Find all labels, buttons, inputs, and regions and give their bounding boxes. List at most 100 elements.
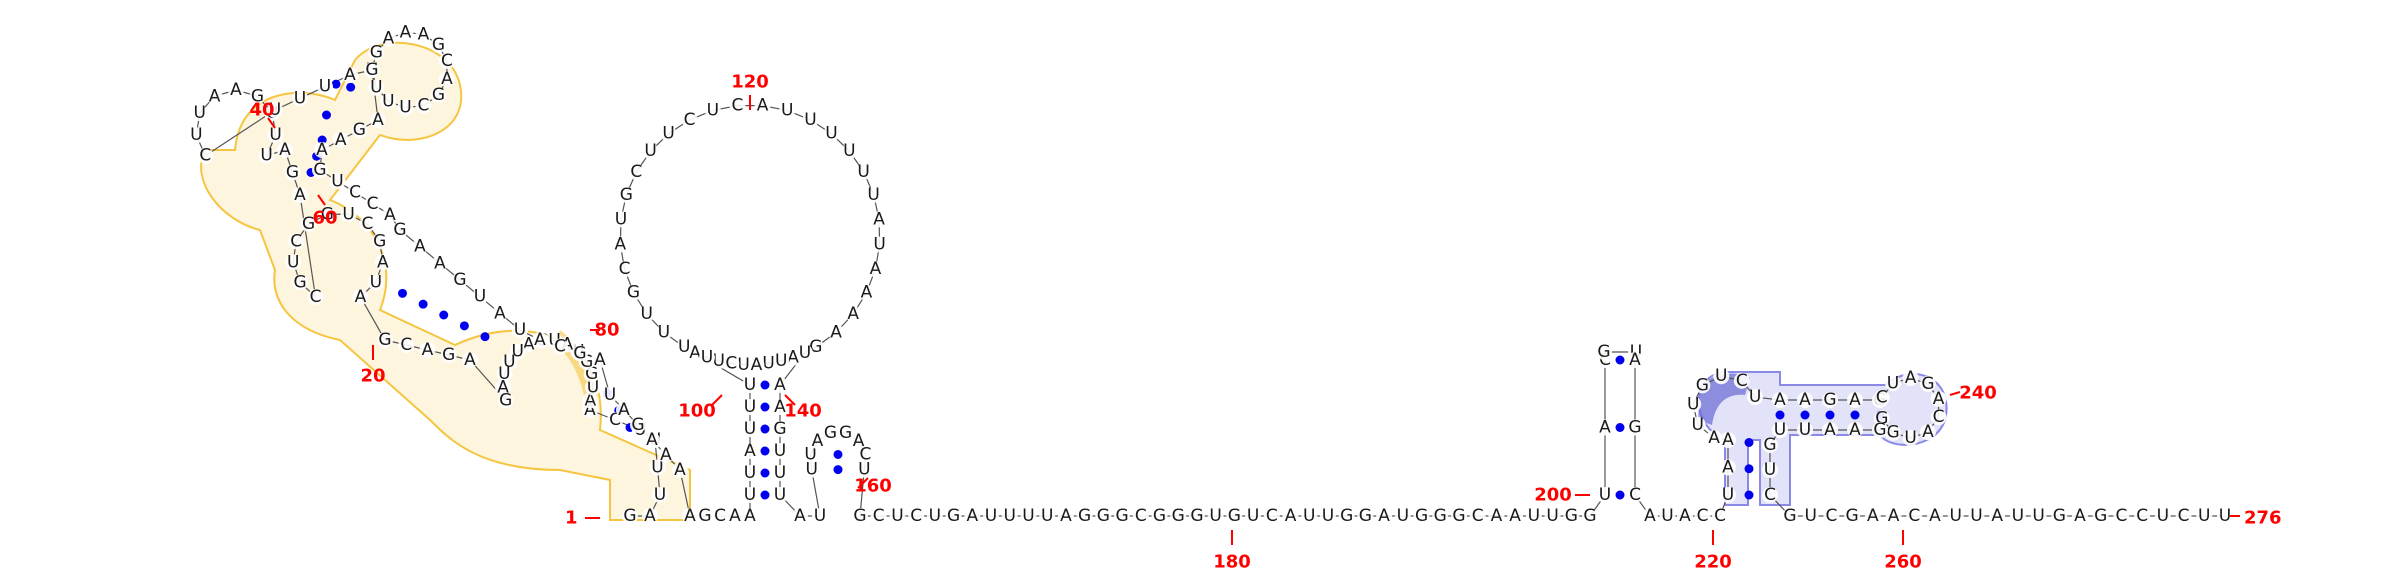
- nucleotide: U: [382, 91, 394, 111]
- base-pair-dot: [1851, 411, 1860, 420]
- nucleotide: G: [853, 506, 866, 526]
- nucleotide: G: [1696, 375, 1709, 395]
- base-pair-dot: [761, 425, 770, 434]
- nucleotide: U: [1004, 506, 1016, 526]
- nucleotide: A: [847, 304, 859, 324]
- nucleotide: A: [618, 400, 630, 420]
- number-label-180: 180: [1213, 552, 1251, 569]
- nucleotide: U: [857, 162, 869, 182]
- nucleotide: U: [804, 110, 816, 130]
- base-pair-dot: [761, 447, 770, 456]
- nucleotide: A: [1929, 506, 1941, 526]
- nucleotide: C: [362, 214, 374, 234]
- nucleotide: U: [1764, 460, 1776, 480]
- nucleotide: U: [1949, 506, 1961, 526]
- nucleotide: U: [825, 124, 837, 144]
- base-pair-dot: [1616, 356, 1625, 365]
- nucleotide: G: [453, 270, 466, 290]
- nucleotide: A: [646, 430, 658, 450]
- nucleotide: A: [1922, 422, 1934, 442]
- nucleotide: C: [310, 287, 322, 307]
- base-pair-dot: [398, 289, 407, 298]
- nucleotide: A: [1888, 506, 1900, 526]
- nucleotide: A: [230, 80, 242, 100]
- nucleotide: U: [929, 506, 941, 526]
- base-pair-dot: [1745, 491, 1754, 500]
- base-pair-dot: [761, 491, 770, 500]
- nucleotide: C: [725, 354, 737, 374]
- nucleotide: G: [286, 163, 299, 183]
- nucleotide: G: [1359, 506, 1372, 526]
- nucleotide: C: [2136, 506, 2148, 526]
- nucleotide: A: [1849, 420, 1861, 440]
- nucleotide: A: [294, 185, 306, 205]
- nucleotide: C: [1714, 506, 1726, 526]
- nucleotide: U: [1546, 506, 1558, 526]
- nucleotide: U: [190, 125, 202, 145]
- nucleotide: U: [2032, 506, 2044, 526]
- nucleotide: G: [1097, 506, 1110, 526]
- nucleotide: U: [319, 77, 331, 97]
- base-pair-dot: [1776, 411, 1785, 420]
- nucleotide: C: [367, 194, 379, 214]
- nucleotide: G: [294, 272, 307, 292]
- nucleotide: C: [1135, 506, 1147, 526]
- nucleotide: A: [434, 253, 446, 273]
- nucleotide: A: [1599, 418, 1611, 438]
- nucleotide: A: [344, 65, 356, 85]
- nucleotide: U: [2012, 506, 2024, 526]
- nucleotide: U: [654, 485, 666, 505]
- base-pair-dot: [1616, 491, 1625, 500]
- nucleotide: U: [775, 351, 787, 371]
- numbering-ticks: [268, 95, 2240, 545]
- nucleotide: G: [499, 390, 512, 410]
- nucleotide: A: [684, 506, 696, 526]
- nucleotide: U: [744, 397, 756, 417]
- nucleotide: U: [1041, 506, 1053, 526]
- nucleotide: G: [1628, 418, 1641, 438]
- nucleotide: A: [414, 237, 426, 257]
- nucleotide: U: [744, 375, 756, 395]
- nucleotide: G: [1340, 506, 1353, 526]
- number-label-100: 100: [678, 401, 716, 422]
- nucleotide: G: [393, 220, 406, 240]
- nucleotide: G: [1873, 420, 1886, 440]
- base-pair-dot: [761, 381, 770, 390]
- nucleotide: U: [2157, 506, 2169, 526]
- nucleotide: G: [573, 343, 586, 363]
- nucleotide: C: [1908, 506, 1920, 526]
- nucleotide: G: [1583, 506, 1596, 526]
- number-label-80: 80: [594, 320, 619, 341]
- nucleotide: C: [732, 96, 744, 116]
- nucleotide: U: [342, 204, 354, 224]
- nucleotide: U: [1661, 506, 1673, 526]
- nucleotide: A: [615, 234, 627, 254]
- nucleotide: G: [1846, 506, 1859, 526]
- nucleotide: U: [1022, 506, 1034, 526]
- nucleotide: U: [1247, 506, 1259, 526]
- base-pair-dot: [761, 469, 770, 478]
- nucleotide: G: [1763, 435, 1776, 455]
- nucleotide: A: [1491, 506, 1503, 526]
- base-pair-dot: [1826, 411, 1835, 420]
- nucleotide: G: [773, 419, 786, 439]
- nucleotide: A: [335, 130, 347, 150]
- nucleotide: C: [684, 110, 696, 130]
- nucleotide: U: [1749, 387, 1761, 407]
- base-pair-dot: [1745, 438, 1754, 447]
- nucleotide: C: [1697, 506, 1709, 526]
- number-label-start: 1: [565, 508, 578, 529]
- nucleotide: G: [1190, 506, 1203, 526]
- nucleotide: A: [355, 287, 367, 307]
- nucleotide: A: [873, 209, 885, 229]
- nucleotide: U: [707, 100, 719, 120]
- nucleotide: U: [658, 322, 670, 342]
- nucleotide: A: [494, 303, 506, 323]
- nucleotide: G: [1452, 506, 1465, 526]
- nucleotide: U: [1209, 506, 1221, 526]
- nucleotide: C: [418, 96, 430, 116]
- nucleotide: U: [1970, 506, 1982, 526]
- nucleotide: U: [662, 124, 674, 144]
- number-label-20: 20: [360, 366, 385, 387]
